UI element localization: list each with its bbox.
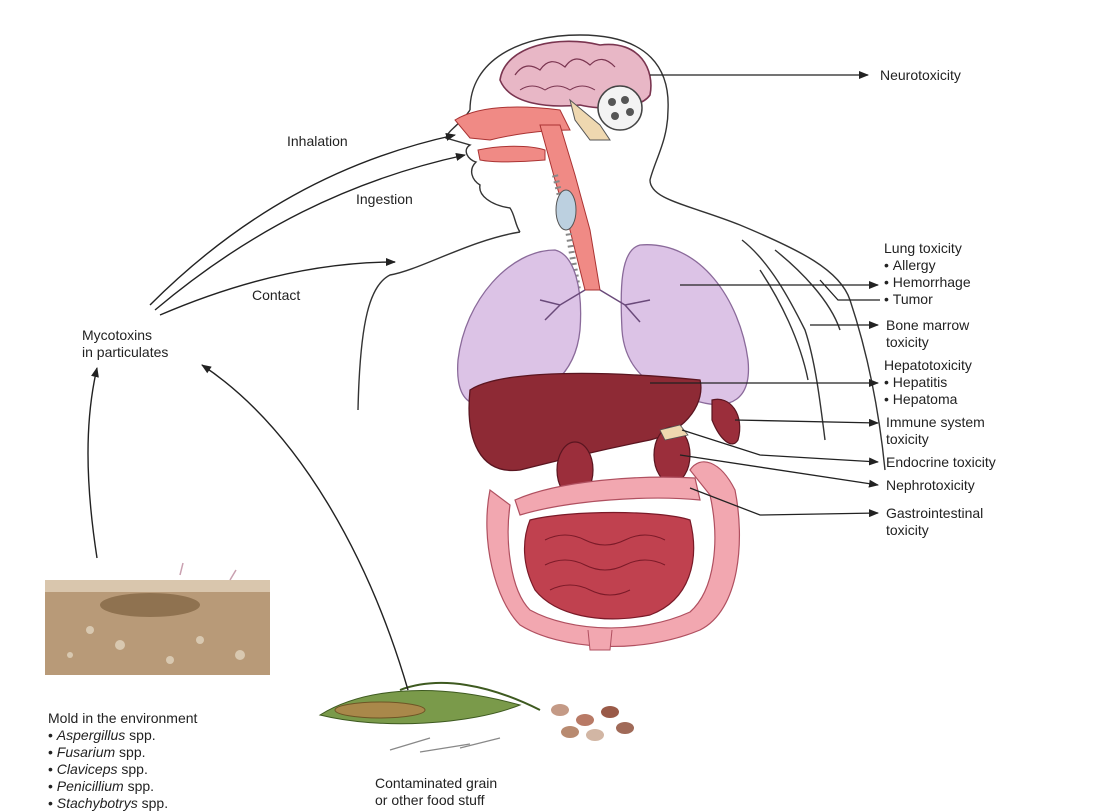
hepato-item: Hepatitis — [884, 374, 972, 391]
mold-label: Mold in the environment Aspergillus spp.… — [48, 710, 197, 812]
lung-toxicity-label: Lung toxicity Allergy Hemorrhage Tumor — [884, 240, 971, 308]
mold-soil-illustration — [45, 563, 270, 675]
grain-label: Contaminated grain or other food stuff — [375, 775, 497, 809]
endocrine-arrow — [682, 430, 878, 462]
lung-item: Hemorrhage — [884, 274, 971, 291]
species-genus: Penicillium — [57, 778, 124, 794]
beans-illustration — [551, 704, 634, 741]
species-item: Stachybotrys spp. — [48, 795, 197, 812]
immune-system-arrow — [735, 420, 878, 423]
neurotoxicity-label: Neurotoxicity — [880, 67, 961, 84]
species-suffix: spp. — [138, 795, 168, 811]
species-suffix: spp. — [118, 761, 148, 777]
bone-marrow-line1: Bone marrow — [886, 317, 969, 334]
mycotoxins-label-line1: Mycotoxins — [82, 327, 168, 344]
mold-to-mycotoxins-arrow — [88, 368, 97, 558]
species-genus: Stachybotrys — [57, 795, 138, 811]
mold-species-list: Aspergillus spp. Fusarium spp. Claviceps… — [48, 727, 197, 812]
lung-item: Allergy — [884, 257, 971, 274]
species-item: Penicillium spp. — [48, 778, 197, 795]
species-genus: Claviceps — [57, 761, 118, 777]
lung-toxicity-list: Allergy Hemorrhage Tumor — [884, 257, 971, 308]
spleen — [712, 399, 740, 444]
corn-illustration — [320, 683, 540, 752]
intestines — [487, 462, 740, 650]
species-suffix: spp. — [124, 778, 154, 794]
bone-marrow-label: Bone marrow toxicity — [886, 317, 969, 351]
hepato-item: Hepatoma — [884, 391, 972, 408]
species-item: Aspergillus spp. — [48, 727, 197, 744]
bone-marrow-line2: toxicity — [886, 334, 969, 351]
species-genus: Fusarium — [57, 744, 115, 760]
species-suffix: spp. — [125, 727, 155, 743]
contact-label: Contact — [252, 287, 300, 304]
gastrointestinal-line1: Gastrointestinal — [886, 505, 983, 522]
immune-system-line1: Immune system — [886, 414, 985, 431]
inhalation-arrow — [150, 135, 455, 305]
lung-item: Tumor — [884, 291, 971, 308]
species-item: Fusarium spp. — [48, 744, 197, 761]
gastrointestinal-line2: toxicity — [886, 522, 983, 539]
hepatotoxicity-list: Hepatitis Hepatoma — [884, 374, 972, 408]
grain-label-line2: or other food stuff — [375, 792, 497, 809]
grain-label-line1: Contaminated grain — [375, 775, 497, 792]
species-item: Claviceps spp. — [48, 761, 197, 778]
lung-toxicity-title: Lung toxicity — [884, 240, 971, 257]
inhalation-label: Inhalation — [287, 133, 348, 150]
nephrotoxicity-label: Nephrotoxicity — [886, 477, 975, 494]
endocrine-toxicity-label: Endocrine toxicity — [886, 454, 996, 471]
mycotoxins-label: Mycotoxins in particulates — [82, 327, 168, 361]
gastrointestinal-label: Gastrointestinal toxicity — [886, 505, 983, 539]
species-suffix: spp. — [115, 744, 145, 760]
ingestion-label: Ingestion — [356, 191, 413, 208]
immune-system-label: Immune system toxicity — [886, 414, 985, 448]
ingestion-arrow — [155, 155, 465, 310]
species-genus: Aspergillus — [57, 727, 125, 743]
mycotoxins-label-line2: in particulates — [82, 344, 168, 361]
immune-system-line2: toxicity — [886, 431, 985, 448]
bone-marrow-shoulder-line — [820, 280, 880, 300]
hepatotoxicity-label: Hepatotoxicity Hepatitis Hepatoma — [884, 357, 972, 408]
mold-title: Mold in the environment — [48, 710, 197, 727]
hepatotoxicity-title: Hepatotoxicity — [884, 357, 972, 374]
